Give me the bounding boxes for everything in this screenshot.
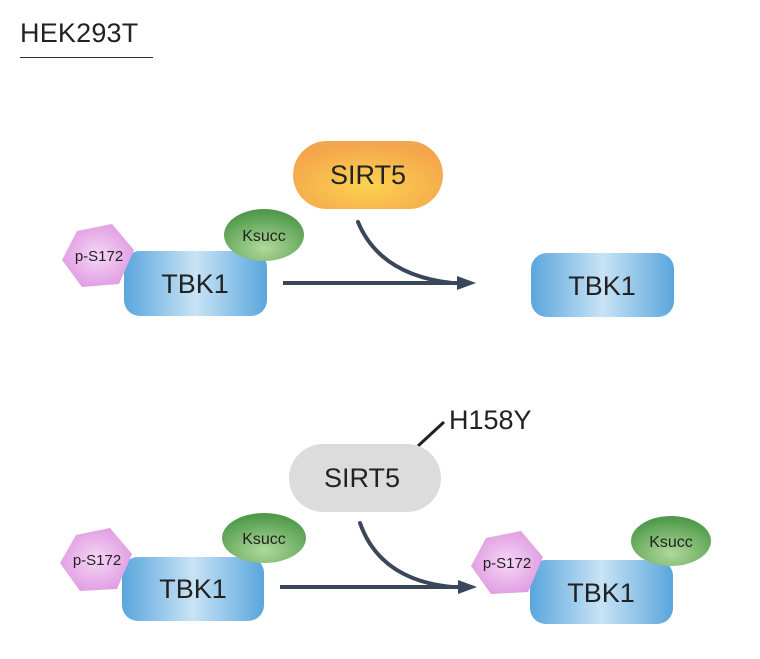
tbk1-substrate-bottom: TBK1 bbox=[122, 557, 264, 621]
ksucc-label: Ksucc bbox=[242, 228, 286, 245]
top-panel: SIRT5 TBK1 p-S172 Ksucc TBK1 bbox=[62, 141, 674, 317]
sirt5-active-label: SIRT5 bbox=[330, 160, 406, 190]
ps172-label: p-S172 bbox=[483, 555, 531, 572]
catalysis-curve-bottom bbox=[358, 521, 454, 589]
ksucc-modification-product-bottom: Ksucc bbox=[631, 516, 711, 566]
tbk1-substrate-top: TBK1 bbox=[124, 251, 267, 316]
reaction-arrow-bottom bbox=[280, 580, 477, 594]
cell-line-label: HEK293T bbox=[20, 18, 139, 48]
ps172-label: p-S172 bbox=[73, 552, 121, 569]
ps172-modification-top: p-S172 bbox=[62, 224, 134, 287]
catalysis-curve-top bbox=[356, 220, 454, 285]
ps172-modification-product-bottom: p-S172 bbox=[471, 531, 543, 594]
ps172-modification-bottom: p-S172 bbox=[60, 528, 132, 591]
mutation-pointer-line bbox=[416, 420, 446, 448]
tbk1-product-bottom: TBK1 bbox=[530, 560, 673, 624]
tbk1-label: TBK1 bbox=[159, 574, 227, 604]
tbk1-label: TBK1 bbox=[568, 271, 636, 301]
ksucc-label: Ksucc bbox=[242, 531, 286, 548]
ksucc-label: Ksucc bbox=[649, 534, 693, 551]
tbk1-product-top: TBK1 bbox=[531, 253, 674, 317]
sirt5-mutant-node: SIRT5 bbox=[289, 444, 441, 512]
ksucc-modification-top: Ksucc bbox=[224, 209, 304, 261]
sirt5-active-node: SIRT5 bbox=[293, 141, 443, 209]
tbk1-label: TBK1 bbox=[567, 578, 635, 608]
tbk1-label: TBK1 bbox=[161, 269, 229, 299]
sirt5-mutant-label: SIRT5 bbox=[324, 463, 400, 493]
cell-line-header: HEK293T bbox=[20, 14, 153, 58]
ksucc-modification-bottom: Ksucc bbox=[222, 513, 306, 563]
mutation-label: H158Y bbox=[449, 405, 532, 435]
bottom-panel: H158Y SIRT5 TBK1 p-S172 Ksucc TB bbox=[60, 405, 711, 624]
ps172-label: p-S172 bbox=[75, 248, 123, 265]
reaction-arrow-top bbox=[283, 276, 476, 290]
